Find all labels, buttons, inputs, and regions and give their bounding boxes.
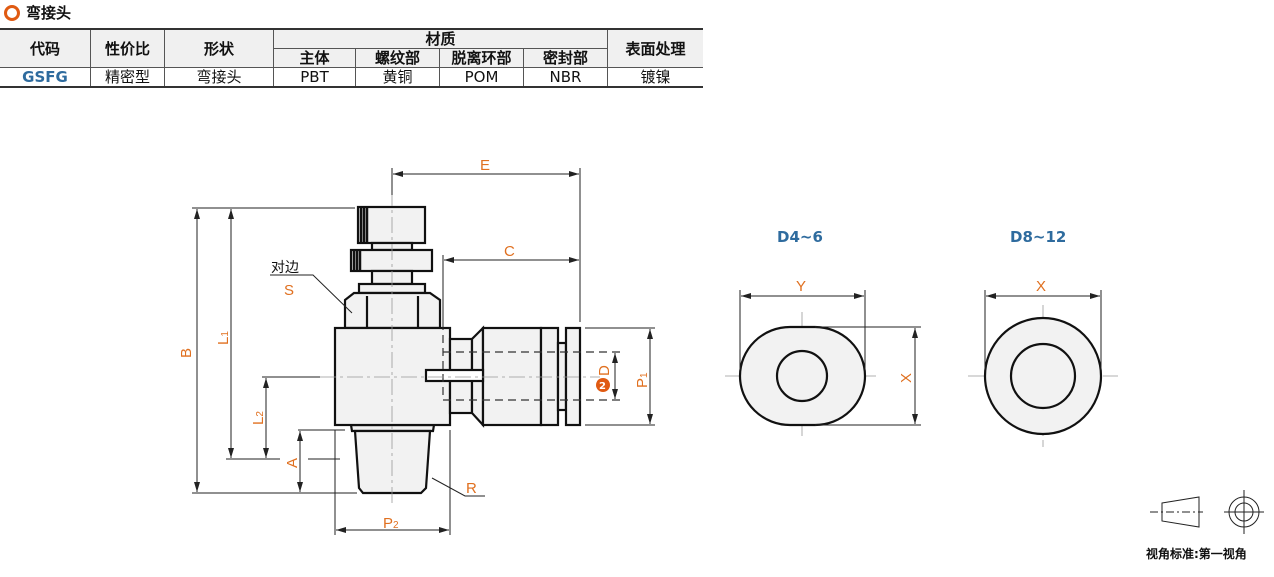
section-title: 弯接头	[4, 2, 71, 23]
header-surface: 表面处理	[607, 28, 703, 68]
header-seal: 密封部	[523, 48, 608, 68]
label-S: S	[284, 282, 294, 299]
label-Y: Y	[796, 278, 806, 295]
label-E: E	[480, 157, 490, 174]
hidden-lines	[442, 335, 625, 401]
first-angle-projection-icon	[1150, 490, 1264, 534]
header-thread: 螺纹部	[355, 48, 440, 68]
label-L2: L2	[250, 411, 267, 425]
end-view-d8-12: D8~12 X	[983, 228, 1103, 436]
label-R: R	[466, 480, 477, 497]
header-shape: 形状	[164, 28, 274, 68]
table-row: GSFG 精密型 弯接头 PBT 黄铜 POM NBR 镀镍	[0, 67, 703, 88]
header-release-ring: 脱离环部	[439, 48, 524, 68]
label-C: C	[504, 243, 515, 260]
cell-grade: 精密型	[90, 67, 165, 88]
cell-code: GSFG	[0, 67, 91, 88]
header-material: 材质	[273, 28, 608, 49]
header-body: 主体	[273, 48, 356, 68]
table-header-row: 代码 性价比 形状 材质 表面处理	[0, 28, 703, 68]
label-D: D	[596, 365, 613, 376]
cell-shape: 弯接头	[164, 67, 274, 88]
label-B: B	[178, 348, 195, 358]
projection-caption: 视角标准:第一视角	[1146, 547, 1247, 561]
circle-bullet-icon	[4, 4, 20, 21]
spec-table: 代码 性价比 形状 材质 表面处理 主体 螺纹部 脱离环部 密封部 GSFG 精…	[0, 28, 703, 88]
label-L1: L1	[215, 331, 232, 345]
view-title-d4-6: D4~6	[777, 228, 823, 246]
marker-2-text: 2	[599, 381, 606, 392]
label-P2: P2	[383, 515, 399, 532]
cell-surface: 镀镍	[607, 67, 703, 88]
table-subheader-row: 主体 螺纹部 脱离环部 密封部	[0, 48, 703, 68]
label-X-view2: X	[1036, 278, 1046, 295]
label-X-view1: X	[898, 373, 915, 383]
view-title-d8-12: D8~12	[1010, 228, 1066, 246]
end-view-d4-6: D4~6 Y X	[738, 228, 921, 427]
dimension-lines	[192, 168, 655, 535]
label-A: A	[284, 458, 301, 468]
cell-release-ring: POM	[439, 67, 524, 88]
cell-seal: NBR	[523, 67, 608, 88]
section-title-text: 弯接头	[26, 4, 72, 22]
label-P1: P1	[634, 372, 651, 388]
dimension-labels: E C B L1 L2 A 对边 S R P2 P1 2 D	[178, 157, 651, 532]
fitting-side-view	[333, 205, 582, 495]
label-across-flats: 对边	[271, 260, 299, 276]
header-grade: 性价比	[90, 28, 165, 68]
header-code: 代码	[0, 28, 91, 68]
marker-2-icon	[596, 378, 610, 392]
